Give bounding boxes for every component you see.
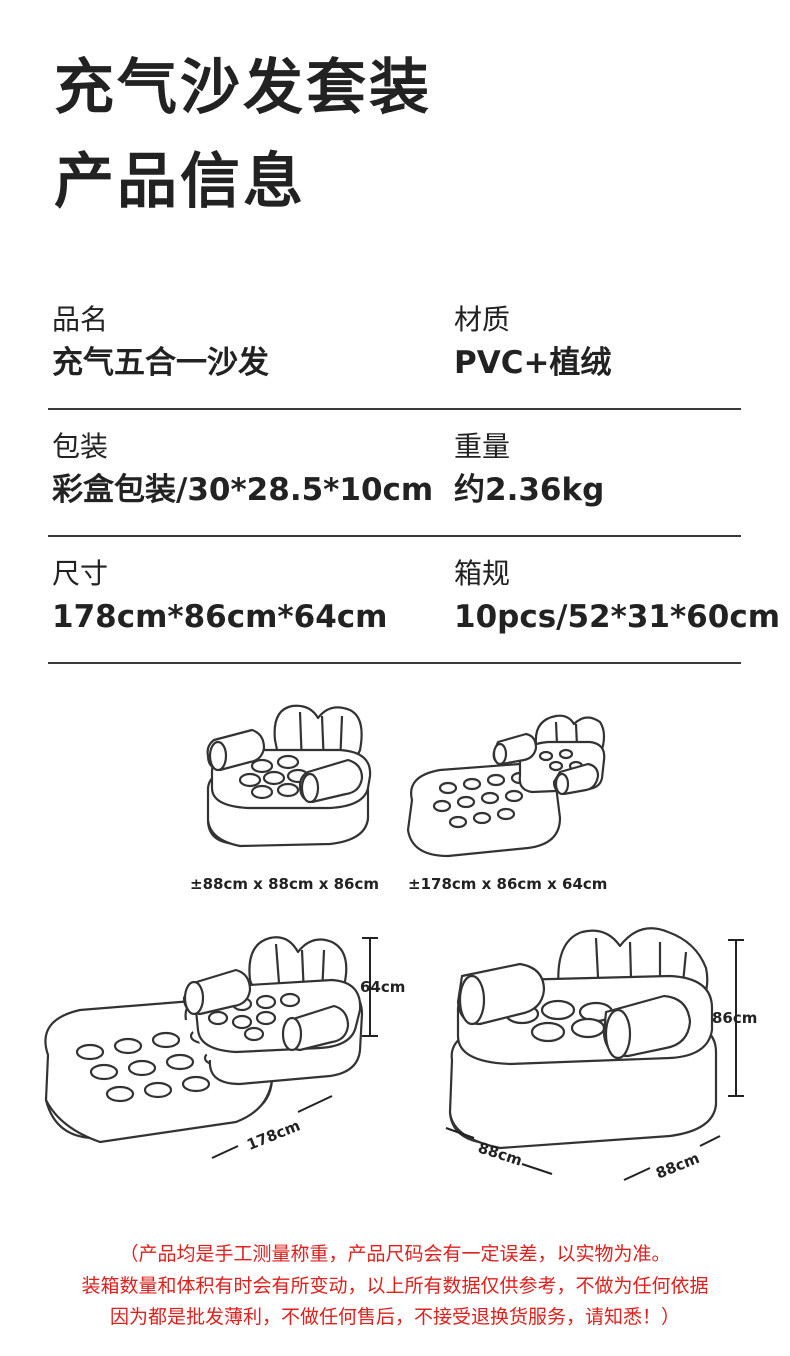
chair-width-label: 88cm [653,1149,702,1183]
spec-value-material: PVC+植绒 [454,345,612,381]
spec-label-size: 尺寸 [52,557,109,590]
divider [48,662,741,664]
disclaimer-line-2: 装箱数量和体积有时会有所变动，以上所有数据仅供参考，不做为任何依据 [81,1275,709,1297]
small-bed-drawing [406,714,606,858]
spec-label-carton: 箱规 [454,557,511,590]
divider [48,408,741,410]
large-chair-drawing [448,927,718,1150]
spec-row-2: 包装 彩盒包装/30*28.5*10cm 重量 约2.36kg [52,433,742,560]
page-title: 充气沙发套装 [54,53,432,123]
spec-label-weight: 重量 [454,430,511,463]
page-subtitle: 产品信息 [54,147,306,217]
bed-length-label: 178cm [244,1116,303,1154]
sofa-illustrations: ±88cm x 88cm x 86cm ±178cm x 86cm x 64cm… [44,704,757,1183]
spec-value-name: 充气五合一沙发 [52,345,269,381]
divider [48,535,741,537]
spec-row-3: 尺寸 178cm*86cm*64cm 箱规 10pcs/52*31*60cm [52,557,780,687]
spec-label-package: 包装 [52,430,109,463]
spec-value-carton: 10pcs/52*31*60cm [454,599,780,635]
spec-row-1: 品名 充气五合一沙发 材质 PVC+植绒 [52,306,742,433]
spec-value-size: 178cm*86cm*64cm [52,599,388,635]
bed-height-label: 64cm [360,978,405,996]
large-bed-drawing [44,936,364,1144]
spec-label-name: 品名 [52,303,109,336]
spec-value-weight: 约2.36kg [454,472,605,508]
spec-value-package: 彩盒包装/30*28.5*10cm [52,472,434,508]
small-chair-drawing [206,704,372,848]
small-bed-caption: ±178cm x 86cm x 64cm [408,875,607,893]
chair-height-label: 86cm [712,1009,757,1027]
disclaimer-line-3: 因为都是批发薄利，不做任何售后，不接受退换货服务，请知悉！） [109,1306,680,1328]
spec-label-material: 材质 [454,303,511,336]
disclaimer-line-1: （产品均是手工测量称重，产品尺码会有一定误差，以实物为准。 [119,1243,671,1265]
small-chair-caption: ±88cm x 88cm x 86cm [190,875,379,893]
